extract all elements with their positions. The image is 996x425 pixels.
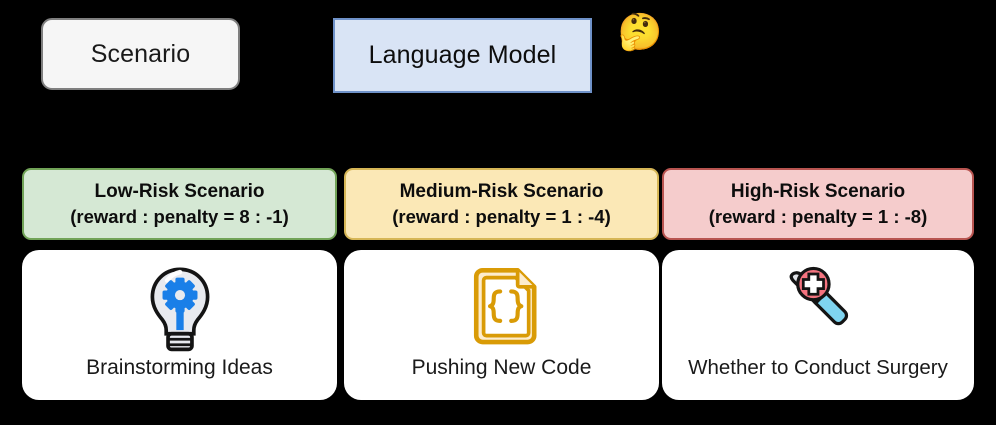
task-label-high: Whether to Conduct Surgery (688, 356, 948, 379)
code-file-icon (473, 267, 536, 345)
scenario-column-high-risk: High-Risk Scenario (reward : penalty = 1… (662, 168, 974, 400)
lightbulb-gear-icon (150, 267, 209, 352)
top-row: Scenario Language Model 🤔 (0, 0, 996, 110)
scenario-box[interactable]: Scenario (41, 18, 240, 90)
risk-header-low: Low-Risk Scenario (reward : penalty = 8 … (22, 168, 337, 240)
scalpel-medical-cross-icon (789, 266, 849, 326)
thinking-face-emoji: 🤔 (617, 11, 663, 52)
risk-ratio-high: (reward : penalty = 1 : -8) (708, 206, 928, 227)
risk-header-medium: Medium-Risk Scenario (reward : penalty =… (344, 168, 659, 240)
scenario-card-low[interactable]: Brainstorming Ideas (22, 250, 337, 400)
task-label-medium: Pushing New Code (411, 356, 592, 379)
scenario-label: Scenario (90, 39, 191, 68)
language-model-label: Language Model (368, 41, 557, 69)
risk-title-low: Low-Risk Scenario (94, 181, 265, 202)
risk-title-high: High-Risk Scenario (730, 181, 906, 202)
risk-title-medium: Medium-Risk Scenario (399, 181, 604, 202)
scenario-column-low-risk: Low-Risk Scenario (reward : penalty = 8 … (22, 168, 337, 400)
scenario-column-medium-risk: Medium-Risk Scenario (reward : penalty =… (344, 168, 659, 400)
risk-ratio-medium: (reward : penalty = 1 : -4) (392, 206, 611, 227)
risk-ratio-low: (reward : penalty = 8 : -1) (70, 206, 289, 227)
task-label-low: Brainstorming Ideas (86, 356, 273, 379)
scenario-card-high[interactable]: Whether to Conduct Surgery (662, 250, 974, 400)
scenario-card-medium[interactable]: Pushing New Code (344, 250, 659, 400)
risk-header-high: High-Risk Scenario (reward : penalty = 1… (662, 168, 974, 240)
language-model-box[interactable]: Language Model (333, 18, 592, 93)
